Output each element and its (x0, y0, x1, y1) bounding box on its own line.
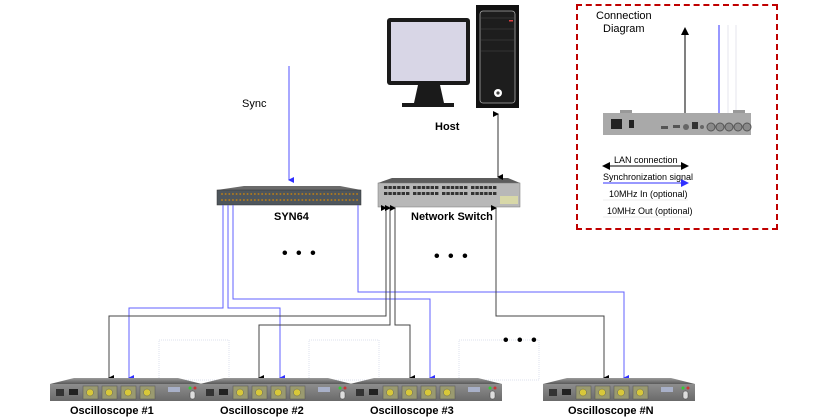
ellipsis-switch: • • • (434, 248, 470, 265)
oscilloscope-device-1 (50, 378, 202, 401)
lan-routes (108, 205, 609, 381)
legend-title-line2: Diagram (603, 23, 645, 35)
legend-graphics (602, 25, 752, 218)
oscilloscope-label-n: Oscilloscope #N (568, 405, 654, 417)
oscilloscope-group (50, 378, 695, 401)
monitor-icon (387, 18, 470, 107)
sync-routes (128, 205, 629, 381)
syn64-label: SYN64 (274, 211, 309, 223)
oscilloscope-device-3 (350, 378, 502, 401)
connection-panel-device (603, 110, 752, 135)
network-switch-label: Network Switch (411, 211, 493, 223)
oscilloscope-label-3: Oscilloscope #3 (370, 405, 454, 417)
oscilloscope-device-4 (543, 378, 695, 401)
ellipsis-scopes: • • • (503, 332, 539, 349)
legend-item-10mhz-in: 10MHz In (optional) (609, 189, 688, 199)
10mhz-optional-lines (158, 339, 540, 381)
ellipsis-syn64: • • • (282, 245, 318, 262)
oscilloscope-label-1: Oscilloscope #1 (70, 405, 154, 417)
computer-tower-icon (476, 5, 519, 108)
legend-item-lan: LAN connection (614, 155, 678, 165)
legend-item-sync: Synchronization signal (603, 172, 694, 182)
sync-label: Sync (242, 98, 267, 110)
network-switch-device (377, 178, 521, 208)
host-label: Host (435, 121, 460, 133)
oscilloscope-device-2 (200, 378, 352, 401)
syn64-device (216, 186, 362, 206)
legend-item-10mhz-out: 10MHz Out (optional) (607, 206, 693, 216)
connection-diagram-legend (576, 4, 778, 230)
legend-title-line1: Connection (596, 10, 652, 22)
oscilloscope-label-2: Oscilloscope #2 (220, 405, 304, 417)
